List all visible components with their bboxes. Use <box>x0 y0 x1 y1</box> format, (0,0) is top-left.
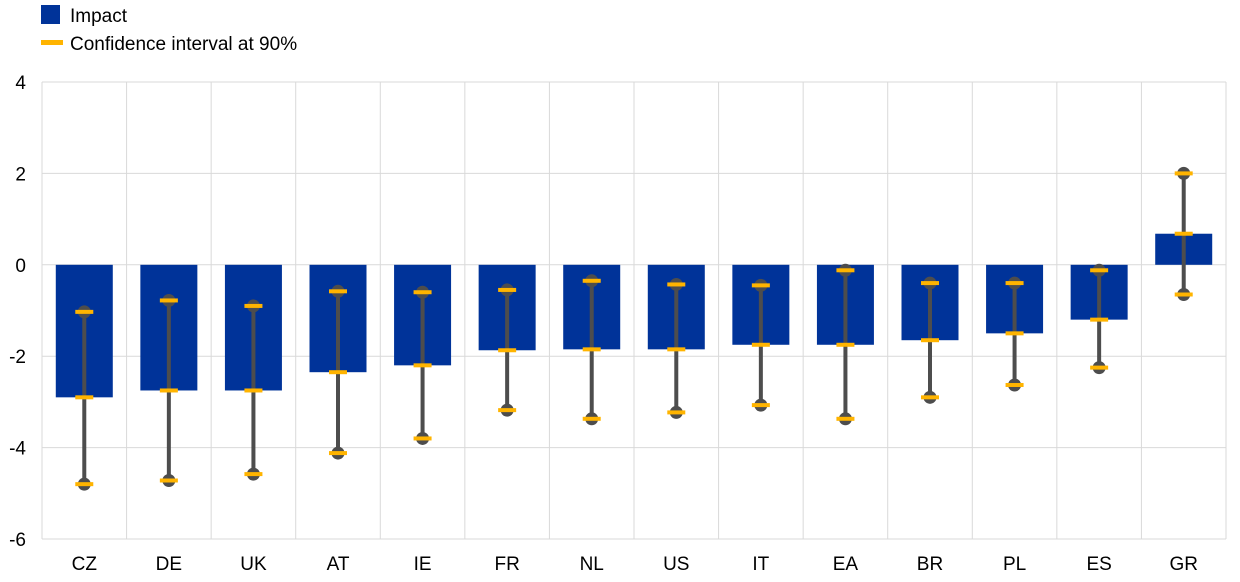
ci-lower-marker-cz <box>75 482 94 487</box>
ci-lower-marker-pl <box>1005 382 1024 387</box>
ci-upper-marker-it <box>751 283 770 288</box>
impact-marker-us <box>667 347 686 352</box>
y-tick-label: 4 <box>15 73 26 94</box>
ci-lower-marker-br <box>921 395 939 400</box>
x-tick-label-nl: NL <box>580 554 604 575</box>
x-tick-label-gr: GR <box>1169 554 1198 575</box>
x-tick-label-it: IT <box>752 554 769 575</box>
impact-marker-de <box>159 388 178 393</box>
x-tick-label-pl: PL <box>1003 554 1026 575</box>
ci-lower-marker-de <box>159 478 178 483</box>
x-tick-label-ie: IE <box>414 554 432 575</box>
y-tick-label: -2 <box>9 347 26 368</box>
x-tick-label-es: ES <box>1086 554 1111 575</box>
impact-marker-es <box>1090 317 1109 322</box>
impact-marker-uk <box>244 388 263 393</box>
ci-upper-marker-ea <box>836 268 855 273</box>
ci-lower-marker-nl <box>582 416 601 421</box>
legend-swatch-ci <box>41 40 63 45</box>
x-axis-labels: CZ DE UK AT IE FR NL US IT EA BR PL ES GR <box>72 554 1198 575</box>
y-tick-label: -6 <box>9 530 26 551</box>
ci-upper-marker-cz <box>75 309 94 314</box>
impact-marker-fr <box>498 348 517 353</box>
x-tick-label-at: AT <box>327 554 350 575</box>
confidence-intervals <box>75 166 1193 491</box>
legend: Impact Confidence interval at 90% <box>41 5 297 55</box>
x-tick-label-cz: CZ <box>72 554 98 575</box>
ci-lower-marker-it <box>751 403 770 408</box>
x-tick-label-uk: UK <box>240 554 267 575</box>
ci-lower-marker-ea <box>836 416 855 421</box>
impact-marker-gr <box>1174 231 1193 236</box>
y-tick-label: 2 <box>15 164 26 185</box>
ci-upper-marker-nl <box>582 278 601 283</box>
ci-upper-marker-at <box>329 289 347 294</box>
gridlines <box>41 81 1227 540</box>
ci-lower-marker-at <box>329 451 347 456</box>
ci-lower-marker-uk <box>244 472 263 477</box>
impact-marker-br <box>921 338 939 343</box>
x-tick-label-de: DE <box>156 554 182 575</box>
y-axis-ticks: 4 2 0 -2 -4 -6 <box>9 73 26 551</box>
ci-upper-marker-pl <box>1005 281 1024 286</box>
ci-lower-marker-fr <box>498 408 517 413</box>
impact-marker-cz <box>75 395 94 400</box>
y-tick-label: 0 <box>15 256 26 277</box>
y-tick-label: -4 <box>9 439 26 460</box>
impact-marker-pl <box>1005 331 1024 336</box>
ci-upper-marker-fr <box>498 287 517 292</box>
impact-marker-at <box>329 370 347 375</box>
ci-upper-marker-br <box>921 281 939 286</box>
ci-upper-marker-gr <box>1174 171 1193 176</box>
ci-lower-marker-ie <box>413 436 432 441</box>
ci-lower-marker-us <box>667 410 686 415</box>
x-tick-label-us: US <box>663 554 689 575</box>
impact-marker-ea <box>836 342 855 347</box>
impact-marker-nl <box>582 347 601 352</box>
impact-marker-it <box>751 342 770 347</box>
ci-upper-marker-de <box>159 298 178 303</box>
impact-marker-ie <box>413 363 432 368</box>
ci-lower-marker-gr <box>1174 292 1193 297</box>
x-tick-label-br: BR <box>917 554 943 575</box>
legend-label-ci: Confidence interval at 90% <box>70 34 297 55</box>
legend-swatch-impact <box>41 5 60 24</box>
ci-upper-marker-ie <box>413 290 432 295</box>
legend-label-impact: Impact <box>70 6 128 27</box>
ci-upper-marker-us <box>667 282 686 287</box>
ci-upper-marker-es <box>1090 268 1109 273</box>
ci-upper-marker-uk <box>244 303 263 308</box>
x-tick-label-fr: FR <box>494 554 519 575</box>
ci-lower-marker-es <box>1090 365 1109 370</box>
x-tick-label-ea: EA <box>833 554 859 575</box>
